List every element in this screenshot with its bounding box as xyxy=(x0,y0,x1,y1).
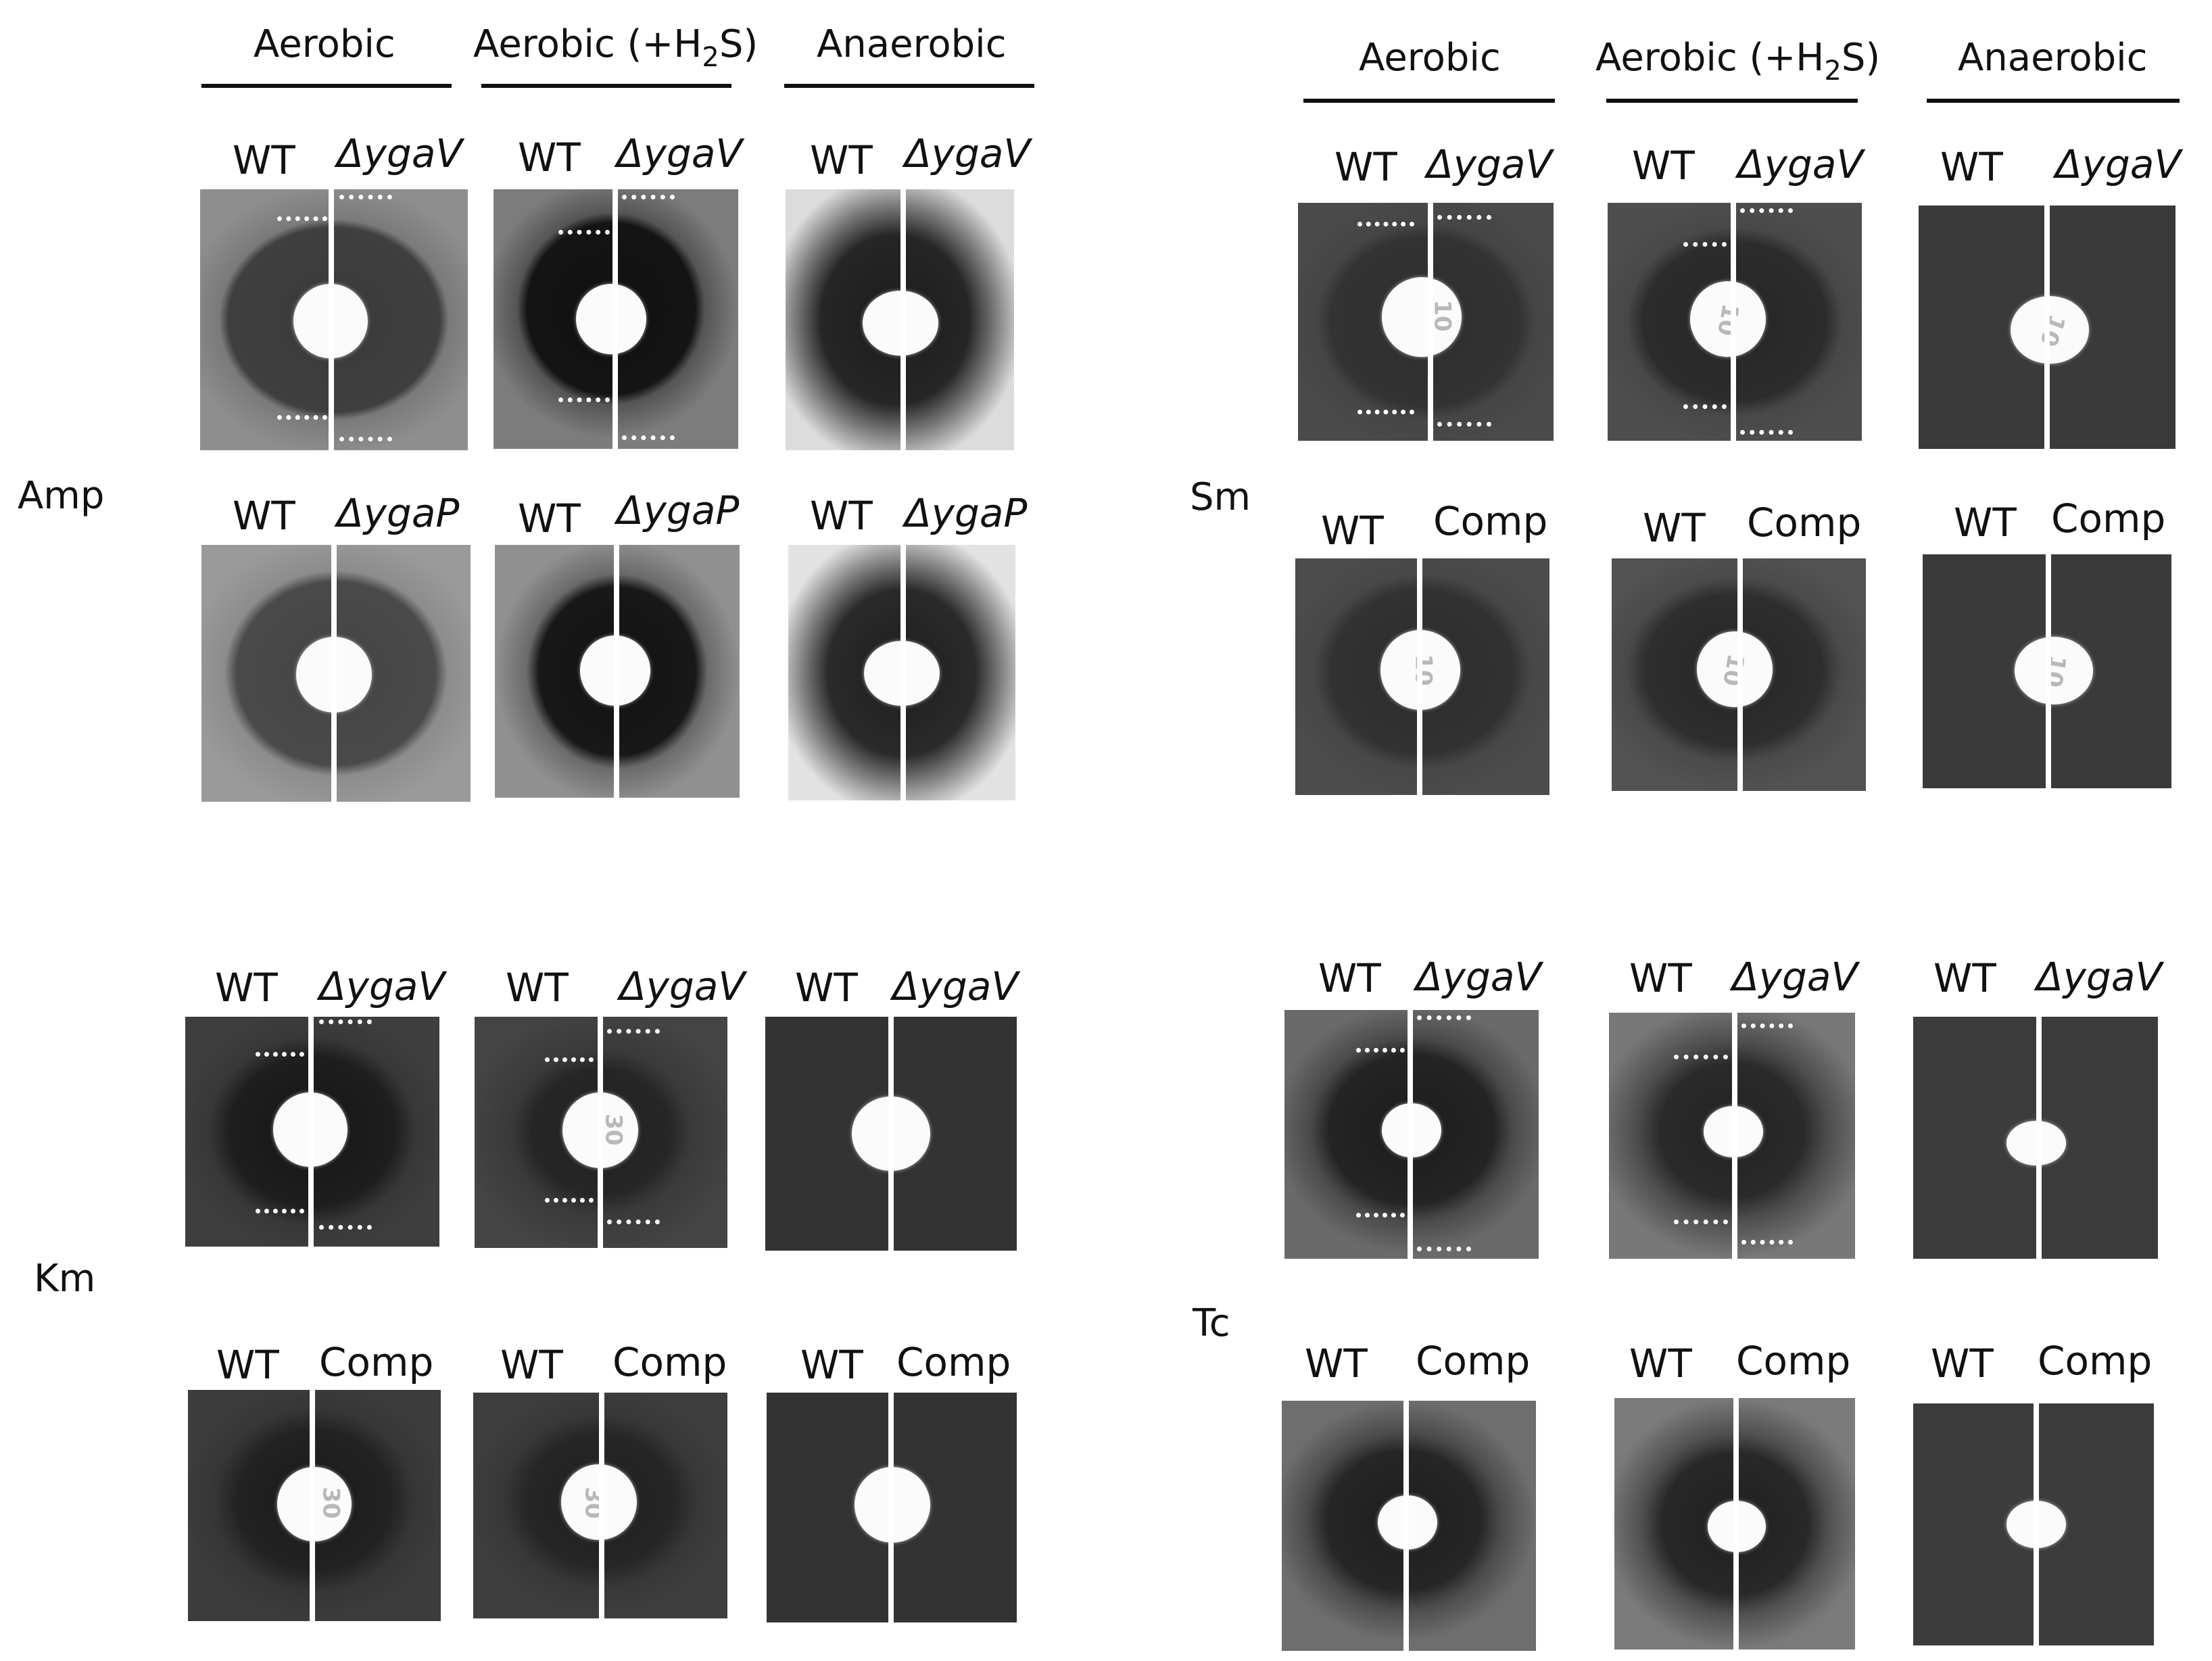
amp-r2-aer-wt-label: WT xyxy=(233,493,295,539)
sm-r1-h2s-wt-label: WT xyxy=(1632,143,1695,189)
amp-underline-aerobic-h2s xyxy=(481,84,731,88)
sm-r2-aerobic-h2s-plate: 10 xyxy=(1612,558,1866,791)
amp-r1-h2s-mut-label: ΔygaV xyxy=(617,130,743,176)
km-r2-ana-wt-label: WT xyxy=(800,1342,863,1388)
km-r1-aerobic-h2s-disc-mark: 30 xyxy=(600,1113,627,1146)
sm-r1-aerobic-disc-mark: 10 xyxy=(1428,299,1456,332)
amp-r2-ana-mut-label: ΔygaP xyxy=(905,490,1028,536)
sm-r2-aer-wt-label: WT xyxy=(1321,508,1384,554)
sm-r1-aerobic-h2s-plate: 10 xyxy=(1608,203,1862,441)
sm-r1-h2s-mut-label: ΔygaV xyxy=(1737,141,1864,187)
km-r2-h2s-wt-label: WT xyxy=(500,1342,563,1388)
km-r1-aerobic-h2s-plate: 30 xyxy=(475,1017,727,1248)
tc-r1-anaerobic-plate xyxy=(1913,1017,2158,1259)
tc-r1-aer-wt-label: WT xyxy=(1318,955,1381,1001)
tc-r2-aer-comp-label: Comp xyxy=(1416,1338,1531,1384)
amp-r1-anaerobic-plate xyxy=(786,189,1014,450)
km-r2-h2s-comp-label: Comp xyxy=(612,1339,727,1385)
tc-r2-aerobic-h2s-plate xyxy=(1614,1398,1855,1650)
sm-r1-ana-mut-label: ΔygaV xyxy=(2055,141,2182,187)
tc-r2-ana-wt-label: WT xyxy=(1931,1341,1994,1387)
amp-r2-ana-wt-label: WT xyxy=(810,493,873,539)
tc-r1-ana-wt-label: WT xyxy=(1933,955,1996,1001)
km-r2-anaerobic-plate xyxy=(767,1393,1017,1622)
sm-header-aerobic-h2s: Aerobic (+H2S) xyxy=(1595,36,1881,87)
amp-header-anaerobic: Anaerobic xyxy=(817,22,1007,66)
tc-r1-aer-mut-label: ΔygaV xyxy=(1416,954,1542,1000)
tc-r2-aer-wt-label: WT xyxy=(1305,1341,1368,1387)
amp-r1-aerobic-h2s-plate xyxy=(494,189,738,449)
amp-r1-h2s-wt-label: WT xyxy=(518,135,581,180)
sm-underline-aerobic xyxy=(1303,99,1555,103)
sm-r2-anaerobic-plate: 10 xyxy=(1923,554,2171,788)
tc-antibiotic-label: Tc xyxy=(1193,1301,1230,1345)
km-r1-h2s-wt-label: WT xyxy=(506,965,569,1011)
amp-r1-aer-mut-label: ΔygaV xyxy=(337,130,463,176)
sm-r2-aerobic-plate: 10 xyxy=(1295,558,1549,795)
km-r2-aer-comp-label: Comp xyxy=(319,1339,434,1385)
sm-r1-aerobic-plate: 10 xyxy=(1298,203,1554,441)
amp-r2-h2s-wt-label: WT xyxy=(518,496,581,541)
sm-r2-h2s-wt-label: WT xyxy=(1643,505,1706,551)
amp-underline-anaerobic xyxy=(784,84,1034,88)
tc-r1-h2s-mut-label: ΔygaV xyxy=(1732,954,1858,1000)
sm-header-anaerobic: Anaerobic xyxy=(1958,36,2148,80)
tc-r2-h2s-comp-label: Comp xyxy=(1736,1338,1851,1384)
tc-r2-aerobic-plate xyxy=(1282,1401,1536,1651)
sm-r2-aer-comp-label: Comp xyxy=(1433,498,1548,544)
sm-underline-anaerobic xyxy=(1927,99,2180,103)
amp-r1-aer-wt-label: WT xyxy=(233,137,295,183)
tc-r2-anaerobic-plate xyxy=(1913,1403,2154,1645)
amp-r2-anaerobic-plate xyxy=(788,545,1015,800)
km-r2-aerobic-plate: 30 xyxy=(188,1390,441,1621)
amp-r2-h2s-mut-label: ΔygaP xyxy=(617,487,740,533)
amp-r2-aer-mut-label: ΔygaP xyxy=(337,490,460,536)
km-r1-aerobic-plate xyxy=(185,1017,439,1247)
sm-header-aerobic: Aerobic xyxy=(1359,36,1501,80)
amp-header-aerobic: Aerobic xyxy=(254,22,395,66)
amp-r2-aerobic-plate xyxy=(201,545,471,802)
km-r2-ana-comp-label: Comp xyxy=(896,1339,1011,1385)
tc-r1-aerobic-plate xyxy=(1284,1010,1539,1259)
km-r1-ana-wt-label: WT xyxy=(795,965,858,1011)
km-r1-ana-mut-label: ΔygaV xyxy=(892,963,1019,1009)
amp-r1-ana-wt-label: WT xyxy=(810,137,873,183)
sm-r2-h2s-comp-label: Comp xyxy=(1747,500,1862,546)
amp-r1-ana-mut-label: ΔygaV xyxy=(905,130,1031,176)
sm-r1-aer-wt-label: WT xyxy=(1335,144,1397,190)
amp-underline-aerobic xyxy=(201,84,452,88)
tc-r2-h2s-wt-label: WT xyxy=(1629,1341,1692,1387)
sm-r1-aer-mut-label: ΔygaV xyxy=(1426,141,1553,187)
tc-r1-ana-mut-label: ΔygaV xyxy=(2036,954,2163,1000)
amp-r1-aerobic-plate xyxy=(200,189,468,450)
amp-header-aerobic-h2s: Aerobic (+H2S) xyxy=(473,22,759,73)
km-r1-aer-wt-label: WT xyxy=(215,965,278,1011)
tc-r2-ana-comp-label: Comp xyxy=(2038,1338,2153,1384)
sm-r2-aerobic-disc-mark: 10 xyxy=(1410,654,1437,686)
sm-r2-aerobic-h2s-disc-mark: 10 xyxy=(1716,652,1750,688)
sm-underline-aerobic-h2s xyxy=(1606,99,1858,103)
km-antibiotic-label: Km xyxy=(34,1257,96,1301)
tc-r1-h2s-wt-label: WT xyxy=(1629,955,1692,1001)
km-r1-aer-mut-label: ΔygaV xyxy=(319,963,446,1009)
km-r1-anaerobic-plate xyxy=(765,1017,1017,1251)
sm-r2-ana-wt-label: WT xyxy=(1954,500,2017,546)
amp-antibiotic-label: Amp xyxy=(18,474,105,518)
km-r2-aerobic-h2s-plate: 30 xyxy=(473,1393,727,1618)
sm-r1-ana-wt-label: WT xyxy=(1940,144,2003,190)
tc-r1-aerobic-h2s-plate xyxy=(1609,1013,1855,1259)
sm-r1-aerobic-h2s-disc-mark: 10 xyxy=(1711,302,1744,338)
sm-antibiotic-label: Sm xyxy=(1190,475,1251,519)
km-r2-aer-wt-label: WT xyxy=(216,1342,279,1388)
km-r1-h2s-mut-label: ΔygaV xyxy=(619,963,746,1009)
km-r2-aerobic-disc-mark: 30 xyxy=(317,1487,345,1519)
amp-r2-aerobic-h2s-plate xyxy=(495,545,740,798)
sm-r2-ana-comp-label: Comp xyxy=(2051,496,2166,541)
sm-r1-anaerobic-plate: 10 xyxy=(1919,206,2175,449)
